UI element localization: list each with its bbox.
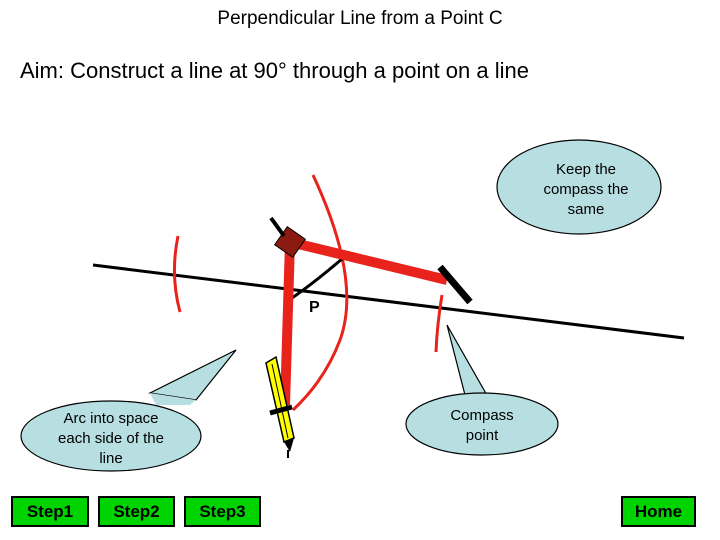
right-arc [434, 294, 444, 353]
left-arc [172, 235, 182, 313]
compass-needle [437, 264, 473, 305]
home-button[interactable]: Home [621, 496, 696, 527]
compass-arm-horizontal [288, 237, 449, 285]
keep-compass-callout [496, 139, 662, 235]
step2-button[interactable]: Step2 [98, 496, 175, 527]
arc-space-callout [20, 400, 202, 472]
keep-compass-text: Keep the compass the same [543, 161, 629, 218]
pencil [265, 355, 295, 458]
arc-space-text: Arc into space each side of the line [58, 410, 164, 467]
compass-handle [269, 216, 286, 238]
compass-point-text: Compass point [450, 407, 514, 444]
point-p-label: P [309, 299, 320, 316]
page-title: Perpendicular Line from a Point C [217, 8, 503, 29]
compass-point-callout [405, 392, 559, 456]
step3-button[interactable]: Step3 [184, 496, 261, 527]
arc-space-callout-tail [148, 349, 237, 401]
compass-point-callout-tail [446, 324, 490, 398]
compass-arm-vertical [280, 241, 295, 406]
large-arc [291, 174, 349, 412]
aim-text: Aim: Construct a line at 90° through a p… [20, 58, 529, 83]
step1-button[interactable]: Step1 [11, 496, 89, 527]
given-line [92, 263, 685, 340]
